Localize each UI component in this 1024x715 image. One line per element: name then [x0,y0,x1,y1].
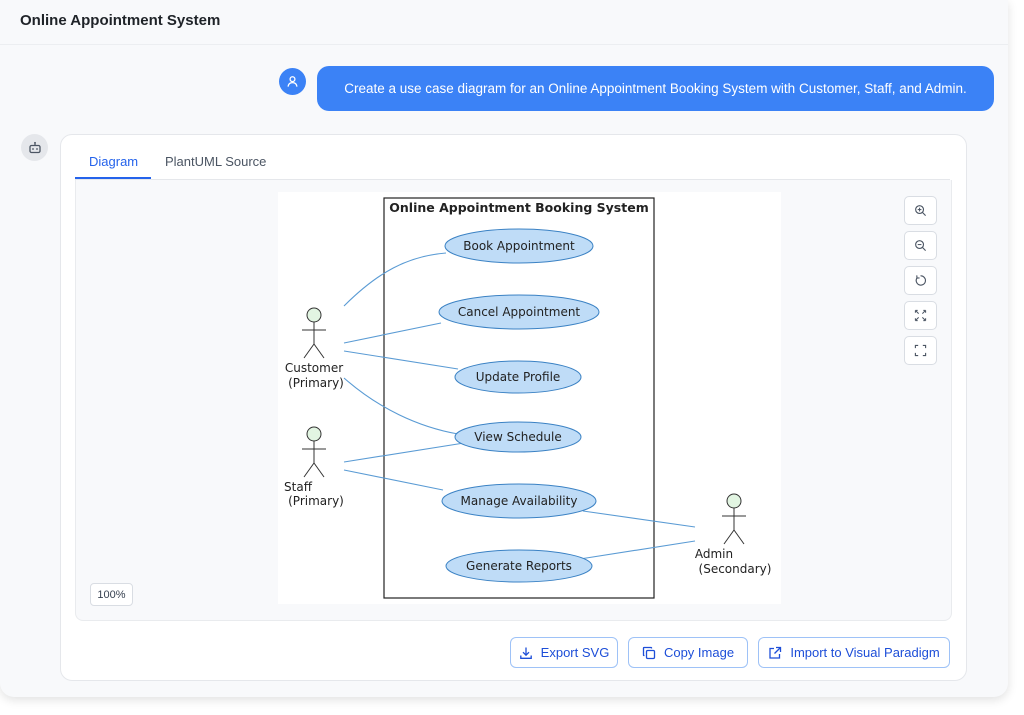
use-case-label: Update Profile [476,370,561,384]
system-title: Online Appointment Booking System [389,200,648,215]
associations [343,252,696,560]
use-case-label: Manage Availability [461,494,578,508]
use-case-label: Generate Reports [466,559,572,573]
tab-bar: Diagram PlantUML Source [75,145,950,180]
active-tab-indicator [75,177,151,179]
assoc-admin-manage [582,510,696,528]
assoc-customer-update [343,350,459,370]
actor-customer [302,307,326,359]
actor-customer-role: (Primary) [288,376,344,390]
export-svg-label: Export SVG [540,645,610,660]
diagram-image: Online Appointment Booking System [278,192,781,604]
export-svg-button[interactable]: Export SVG [510,637,618,668]
zoom-out-button[interactable] [904,231,937,260]
user-message-text: Create a use case diagram for an Online … [344,81,967,96]
fullscreen-icon [914,344,927,357]
response-card: Diagram PlantUML Source Online Appointme… [60,134,967,681]
use-case-label: View Schedule [474,430,561,444]
use-case-cancel: Cancel Appointment [438,294,600,330]
use-case-book: Book Appointment [444,228,594,264]
use-case-diagram: Online Appointment Booking System [284,197,772,599]
assoc-customer-cancel [343,322,442,344]
copy-image-label: Copy Image [663,645,735,660]
actor-customer-name: Customer [285,361,343,375]
use-case-view: View Schedule [454,421,582,453]
tab-diagram[interactable]: Diagram [89,154,139,169]
zoom-out-icon [915,240,927,252]
fit-icon [914,309,927,322]
use-case-manage: Manage Availability [441,483,597,519]
external-link-icon [769,646,782,659]
import-visual-paradigm-label: Import to Visual Paradigm [790,645,940,660]
user-avatar [279,68,306,95]
use-case-label: Book Appointment [463,239,575,253]
zoom-in-button[interactable] [904,196,937,225]
actor-admin-name: Admin [695,547,733,561]
tab-plantuml-source[interactable]: PlantUML Source [165,154,267,169]
use-case-label: Cancel Appointment [458,305,581,319]
actor-admin [722,493,746,545]
assoc-customer-book [343,252,447,307]
user-message: Create a use case diagram for an Online … [317,66,994,111]
app-title: Online Appointment System [20,12,221,29]
system-boundary [383,197,655,599]
fit-to-screen-button[interactable] [904,301,937,330]
app-window: Online Appointment System Create a use c… [0,0,1008,681]
bot-icon [28,141,41,153]
reset-view-button[interactable] [904,266,937,295]
fullscreen-button[interactable] [904,336,937,365]
zoom-level-indicator: 100% [90,583,133,606]
zoom-in-icon [915,205,927,217]
use-case-update: Update Profile [454,360,582,394]
actor-staff-role: (Primary) [288,494,344,508]
assoc-staff-view [343,442,465,463]
actor-staff-name: Staff [284,480,313,494]
reset-icon [915,275,926,286]
bot-avatar [21,134,48,161]
use-case-reports: Generate Reports [445,549,593,583]
import-visual-paradigm-button[interactable]: Import to Visual Paradigm [758,637,950,668]
assoc-admin-reports [579,540,696,560]
assoc-staff-manage [343,469,444,491]
copy-image-button[interactable]: Copy Image [628,637,748,668]
download-icon [519,647,532,659]
assoc-customer-view [343,377,459,435]
actor-staff [302,426,326,478]
diagram-canvas[interactable]: Online Appointment Booking System [75,180,952,621]
actor-admin-role: (Secondary) [699,562,772,576]
user-icon [287,76,298,87]
title-bar: Online Appointment System [0,0,1008,45]
copy-icon [642,646,656,659]
